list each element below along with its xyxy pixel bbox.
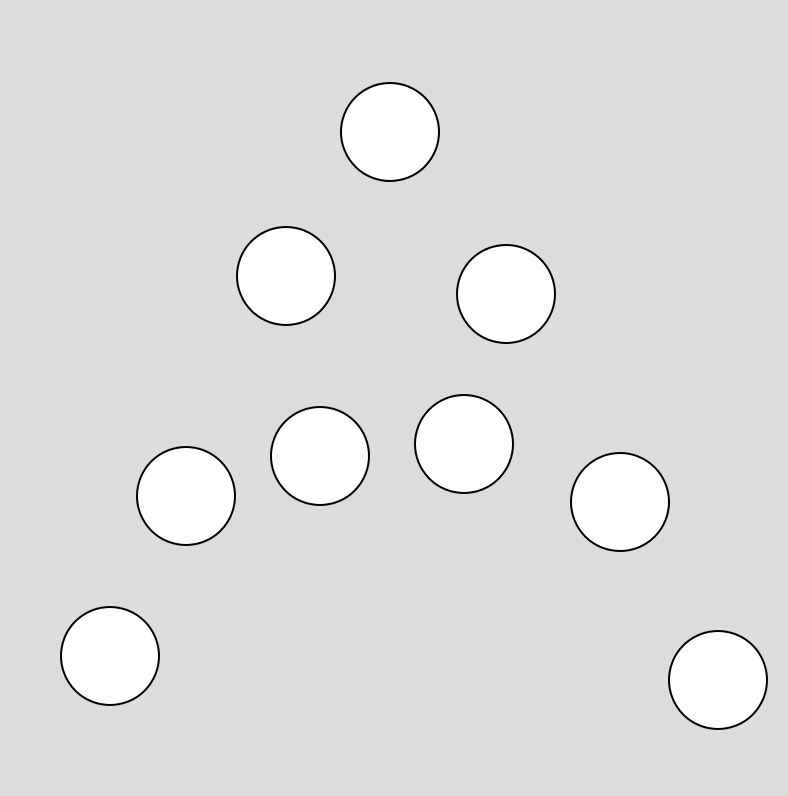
- circle-4[interactable]: [270, 406, 370, 506]
- circle-8[interactable]: [60, 606, 160, 706]
- circle-6[interactable]: [136, 446, 236, 546]
- circle-2[interactable]: [236, 226, 336, 326]
- circle-7[interactable]: [570, 452, 670, 552]
- circle-1[interactable]: [340, 82, 440, 182]
- circle-3[interactable]: [456, 244, 556, 344]
- circle-5[interactable]: [414, 394, 514, 494]
- circle-9[interactable]: [668, 630, 768, 730]
